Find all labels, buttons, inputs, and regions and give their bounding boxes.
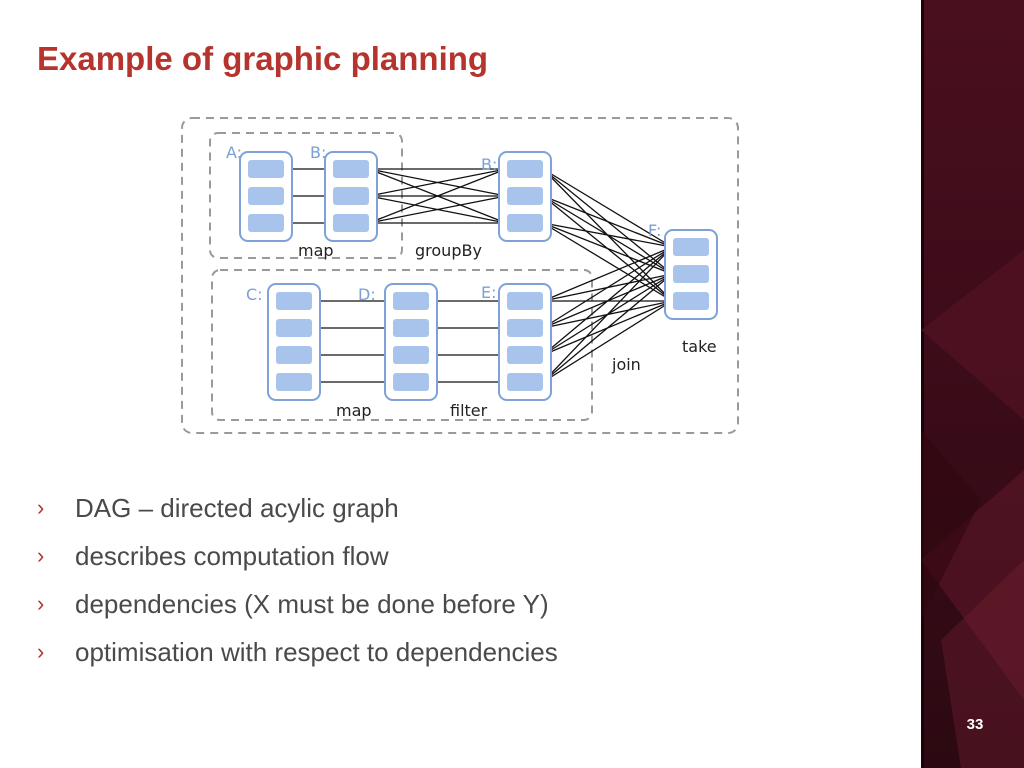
partition-a-2 [248,187,284,205]
sidebar-edge [921,0,924,768]
op-label-filter: filter [450,401,488,420]
join-edge [542,300,673,383]
dataset-e-container [498,283,552,401]
page-number: 33 [966,716,984,733]
join-edge [542,273,673,383]
bullet-marker-icon: › [37,639,45,664]
join-edge [542,246,673,356]
partition-f-1 [673,238,709,256]
bullet-text: describes computation flow [75,541,389,571]
bullet-text: dependencies (X must be done before Y) [75,589,549,619]
partition-c-4 [276,373,312,391]
bullet-text: optimisation with respect to dependencie… [75,637,558,667]
partition-b2-2 [507,187,543,205]
stage-label-f: F: [648,221,661,240]
slide-title: Example of graphic planning [37,40,489,77]
dag-diagram: A: B: B: C: D: E: F: map groupBy map fil… [181,117,739,434]
stage-label-e: E: [481,283,497,302]
join-edge [542,222,673,250]
partition-b-2 [333,187,369,205]
partition-f-2 [673,265,709,283]
op-label-take: take [682,337,717,356]
bullet-item: › optimisation with respect to dependenc… [37,632,558,680]
partition-e-3 [507,346,543,364]
partition-f-3 [673,292,709,310]
join-edge [542,246,673,383]
op-label-join: join [611,355,641,374]
partition-c-3 [276,346,312,364]
partition-a-1 [248,160,284,178]
sidebar-decoration [921,250,1024,768]
bullet-text: DAG – directed acylic graph [75,493,399,523]
bullet-marker-icon: › [37,591,45,616]
partition-a-3 [248,214,284,232]
partition-e-2 [507,319,543,337]
stage-label-b: B: [310,143,326,162]
partition-e-4 [507,373,543,391]
profinit-logo: PROFINIT [28,210,66,385]
bullet-marker-icon: › [37,495,45,520]
stage-label-c: C: [246,285,263,304]
partition-d-3 [393,346,429,364]
partition-c-2 [276,319,312,337]
stage-group-cde-outline [211,269,593,421]
groupby-edge [368,193,507,224]
op-label-groupby: groupBy [415,241,482,260]
groupby-edge [368,167,507,224]
bullet-list: › DAG – directed acylic graph › describe… [37,488,558,680]
stage-label-a: A: [226,143,242,162]
partition-b2-3 [507,214,543,232]
partition-d-2 [393,319,429,337]
brand-sidebar [921,0,1024,768]
partition-b-3 [333,214,369,232]
partition-d-4 [393,373,429,391]
dataset-c-container [267,283,321,401]
groupby-edge [368,166,507,197]
profinit-logo-text: PROFINIT [28,210,66,385]
partition-d-1 [393,292,429,310]
bullet-marker-icon: › [37,543,45,568]
join-edge [542,168,673,248]
bullet-item: › dependencies (X must be done before Y) [37,584,558,632]
partition-c-1 [276,292,312,310]
op-label-map-bottom: map [336,401,372,420]
bullet-item: › DAG – directed acylic graph [37,488,558,536]
node-layer [239,151,718,401]
bullet-item: › describes computation flow [37,536,558,584]
op-label-map-top: map [298,241,334,260]
join-edge [542,195,673,249]
partition-b2-1 [507,160,543,178]
partition-b-1 [333,160,369,178]
join-edge [542,246,673,302]
stage-label-d: D: [358,285,376,304]
outer-stage-outline [181,117,739,434]
join-edge [542,246,673,329]
partition-e-1 [507,292,543,310]
dataset-d-container [384,283,438,401]
edge-layer [284,165,673,386]
stage-label-b-grouped: B: [481,155,497,174]
